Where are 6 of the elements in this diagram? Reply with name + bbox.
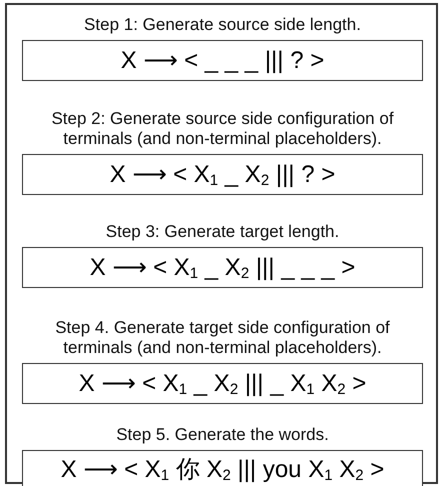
step-heading: Step 5. Generate the words. [115,425,330,445]
step-heading: Step 4. Generate target side configuration of terminals (and non-terminal placeholders). [54,318,391,358]
step-heading: Step 2: Generate source side configuration of terminals (and non-terminal placeholders). [50,109,395,149]
step-heading: Step 1: Generate source side length. [83,15,362,35]
outer-frame [5,3,438,484]
step-heading: Step 3: Generate target length. [104,222,340,242]
